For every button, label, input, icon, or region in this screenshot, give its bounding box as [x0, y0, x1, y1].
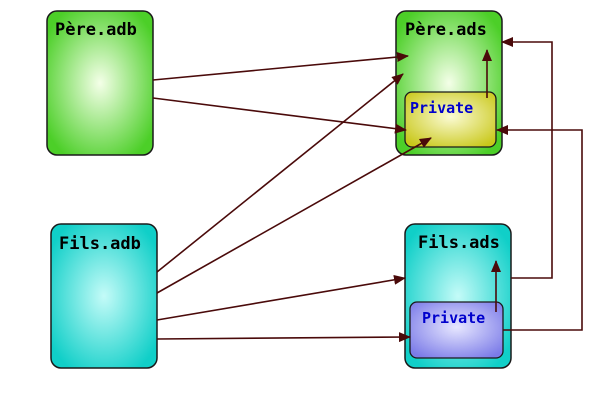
pere-ads-box: Père.ads Private — [395, 10, 503, 156]
arrow-pere-adb-to-pere-ads — [152, 52, 409, 81]
pere-adb-box: Père.adb — [46, 10, 154, 156]
arrow-pere-adb-to-pere-private — [152, 97, 407, 134]
fils-ads-box: Fils.ads Private — [404, 223, 512, 369]
fils-adb-label: Fils.adb — [59, 234, 141, 254]
fils-adb-box: Fils.adb — [50, 223, 158, 369]
arrow-fils-ads-to-pere-ads — [501, 37, 553, 279]
pere-ads-label: Père.ads — [405, 20, 487, 40]
arrow-fils-adb-to-fils-private — [156, 332, 411, 343]
pere-private-label: Private — [410, 99, 473, 117]
dependency-arrows — [152, 37, 583, 343]
fils-private-section: Private — [409, 301, 504, 359]
pere-private-section: Private — [404, 91, 497, 148]
fils-ads-label: Fils.ads — [418, 233, 500, 253]
pere-adb-label: Père.adb — [55, 20, 137, 40]
arrow-fils-adb-to-pere-ads — [156, 73, 404, 273]
arrow-fils-adb-to-pere-private — [156, 137, 432, 294]
arrow-fils-adb-to-fils-ads — [156, 274, 406, 321]
arrow-fils-private-to-pere-private — [496, 125, 583, 331]
fils-private-label: Private — [422, 309, 485, 327]
